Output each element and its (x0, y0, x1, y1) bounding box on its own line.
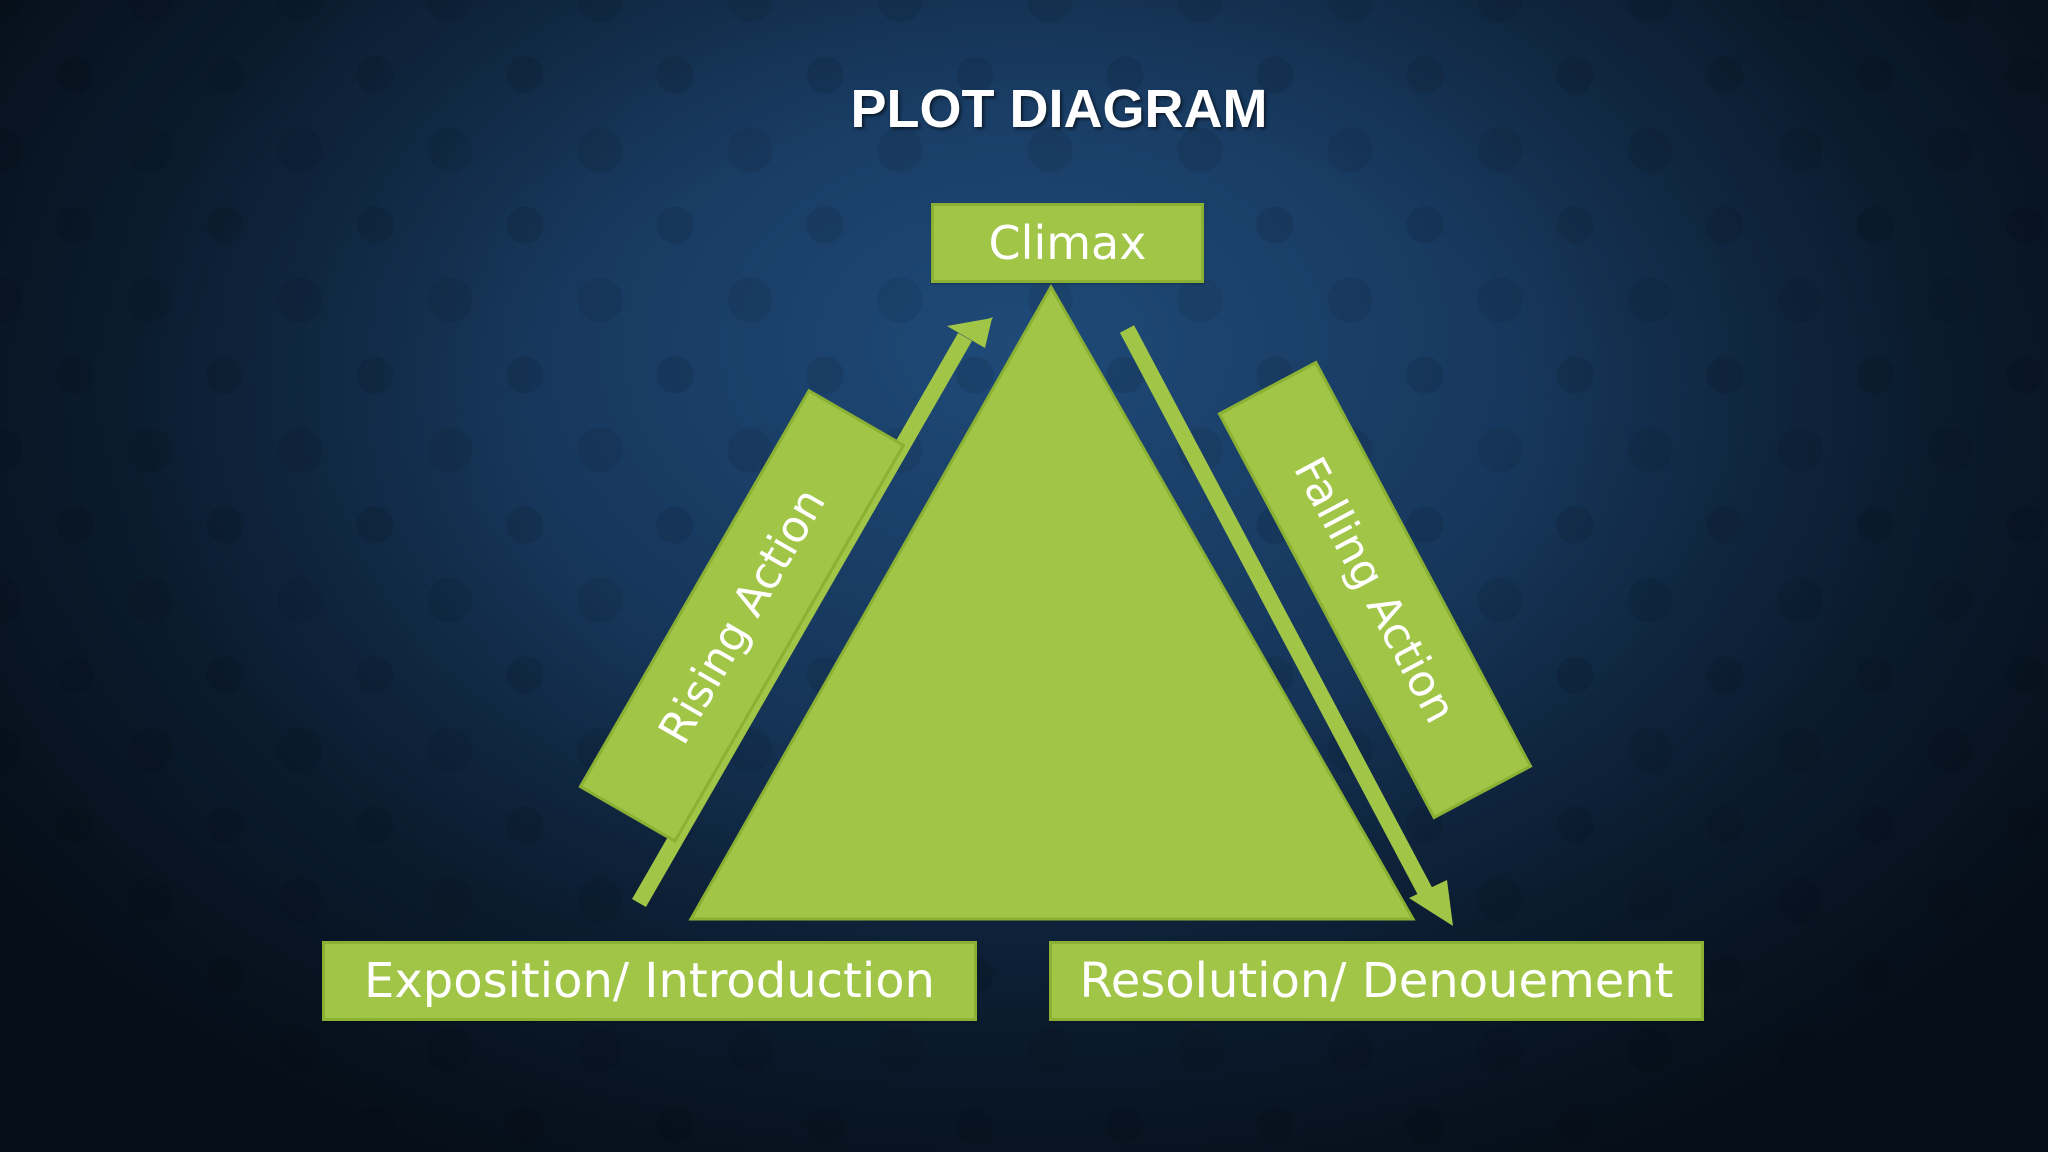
slide-title: PLOT DIAGRAM (850, 79, 1268, 139)
exposition-box: Exposition/ Introduction (322, 941, 977, 1021)
plot-triangle (688, 283, 1416, 921)
climax-label: Climax (988, 216, 1147, 270)
resolution-box: Resolution/ Denouement (1049, 941, 1704, 1021)
resolution-label: Resolution/ Denouement (1079, 953, 1674, 1009)
exposition-label: Exposition/ Introduction (364, 953, 935, 1009)
climax-box: Climax (931, 203, 1204, 283)
falling-arrow (1119, 325, 1453, 926)
